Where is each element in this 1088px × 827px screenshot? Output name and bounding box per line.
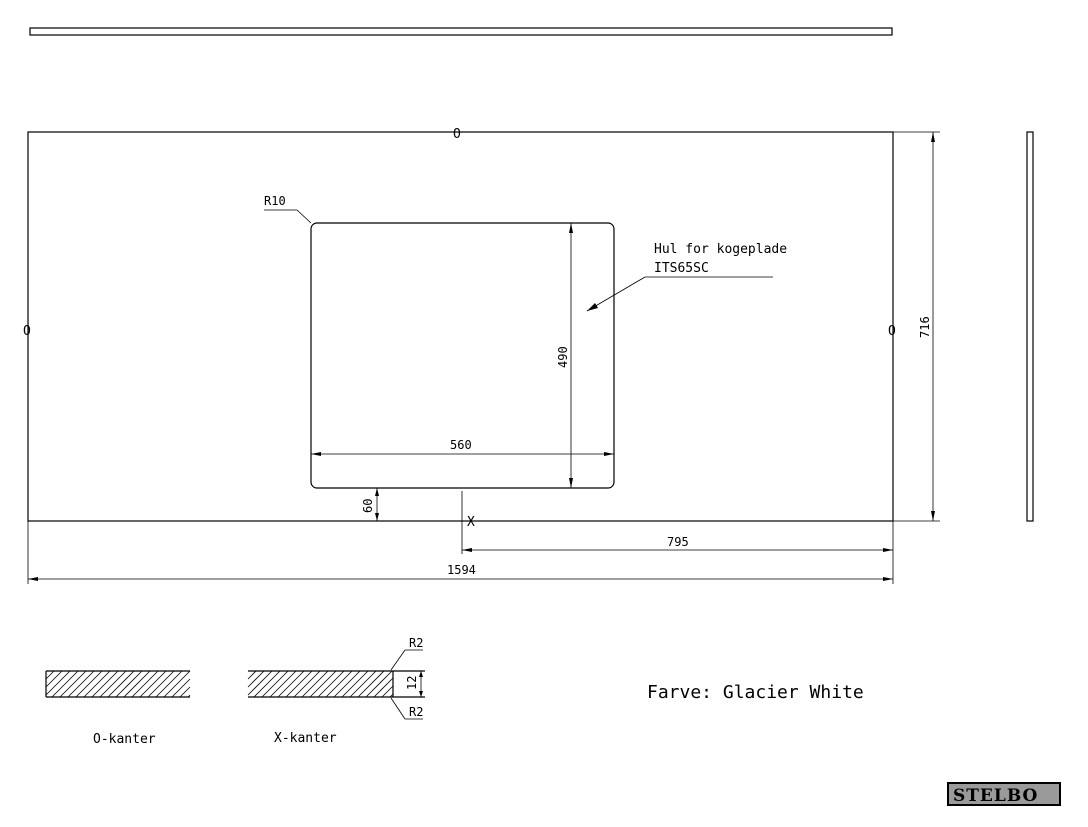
side-edge-view [1026,131,1034,522]
dimension-60: 60 [361,488,379,521]
svg-text:Hul for kogeplade: Hul for kogeplade [654,242,787,257]
x-edge-label: X-kanter [274,731,337,746]
hatch-line [373,677,394,698]
hatch-line [163,670,191,698]
hatch-line [333,670,361,698]
hatch-line [247,670,265,688]
hatch-line [349,670,377,698]
hatch-line [187,694,191,698]
o-edge-section [45,670,191,698]
hatch-line [269,670,297,698]
edge-mark-bottom: X [467,515,475,530]
svg-text:490: 490 [556,346,570,368]
hob-cutout [310,222,615,489]
stelbo-logo: STELBO [947,782,1061,806]
hatch-line [67,670,95,698]
hatch-line [155,670,183,698]
x-edge-section: 12 R2 R2 [247,636,425,720]
svg-text:560: 560 [450,438,472,452]
hatch-line [139,670,167,698]
o-edge-label: O-kanter [93,732,156,747]
dimension-795: 795 [461,491,894,584]
hatch-line [389,693,394,698]
hatch-line [45,670,71,696]
svg-text:ITS65SC: ITS65SC [654,261,709,276]
hatch-line [107,670,135,698]
hatch-line [115,670,143,698]
hatch-line [357,670,385,698]
hatch-line [171,678,191,698]
hatch-line [179,686,191,698]
dimension-716: 716 [893,131,940,522]
svg-text:R2: R2 [409,705,423,719]
svg-text:STELBO: STELBO [953,786,1038,806]
hatch-line [381,685,394,698]
hatch-line [261,670,289,698]
hatch-line [277,670,305,698]
hatch-line [131,670,159,698]
hatch-line [83,670,111,698]
svg-text:1594: 1594 [447,563,476,577]
hatch-line [293,670,321,698]
hole-note: Hul for kogeplade ITS65SC [586,242,787,312]
hatch-line [45,670,55,680]
hatch-line [341,670,369,698]
hatch-line [45,670,63,688]
hatch-line [325,670,353,698]
top-edge-view [29,27,893,36]
hatch-line [59,670,87,698]
svg-text:R2: R2 [409,636,423,650]
worktop-outline [27,131,894,522]
svg-text:60: 60 [361,499,375,513]
hatch-line [247,670,273,696]
hatch-line [247,670,257,680]
svg-text:716: 716 [918,316,932,338]
hatch-line [147,670,175,698]
radius-r10-callout: R10 [264,194,312,224]
svg-text:12: 12 [405,676,419,690]
dimension-490: 490 [556,223,573,488]
hatch-line [301,670,329,698]
hatch-line [75,670,103,698]
hatch-line [317,670,345,698]
hatch-line [51,670,79,698]
dimension-560: 560 [311,438,614,456]
hatch-line [365,670,393,698]
dimension-1594: 1594 [27,521,893,584]
svg-text:795: 795 [667,535,689,549]
edge-mark-left: O [23,324,31,339]
hatch-line [123,670,151,698]
hatch-line [99,670,127,698]
hatch-line [309,670,337,698]
hatch-line [253,670,281,698]
color-note: Farve: Glacier White [647,682,864,703]
edge-mark-right: O [888,324,896,339]
hatch-line [285,670,313,698]
hatch-line [91,670,119,698]
svg-text:R10: R10 [264,194,286,208]
edge-mark-top: O [453,127,461,142]
